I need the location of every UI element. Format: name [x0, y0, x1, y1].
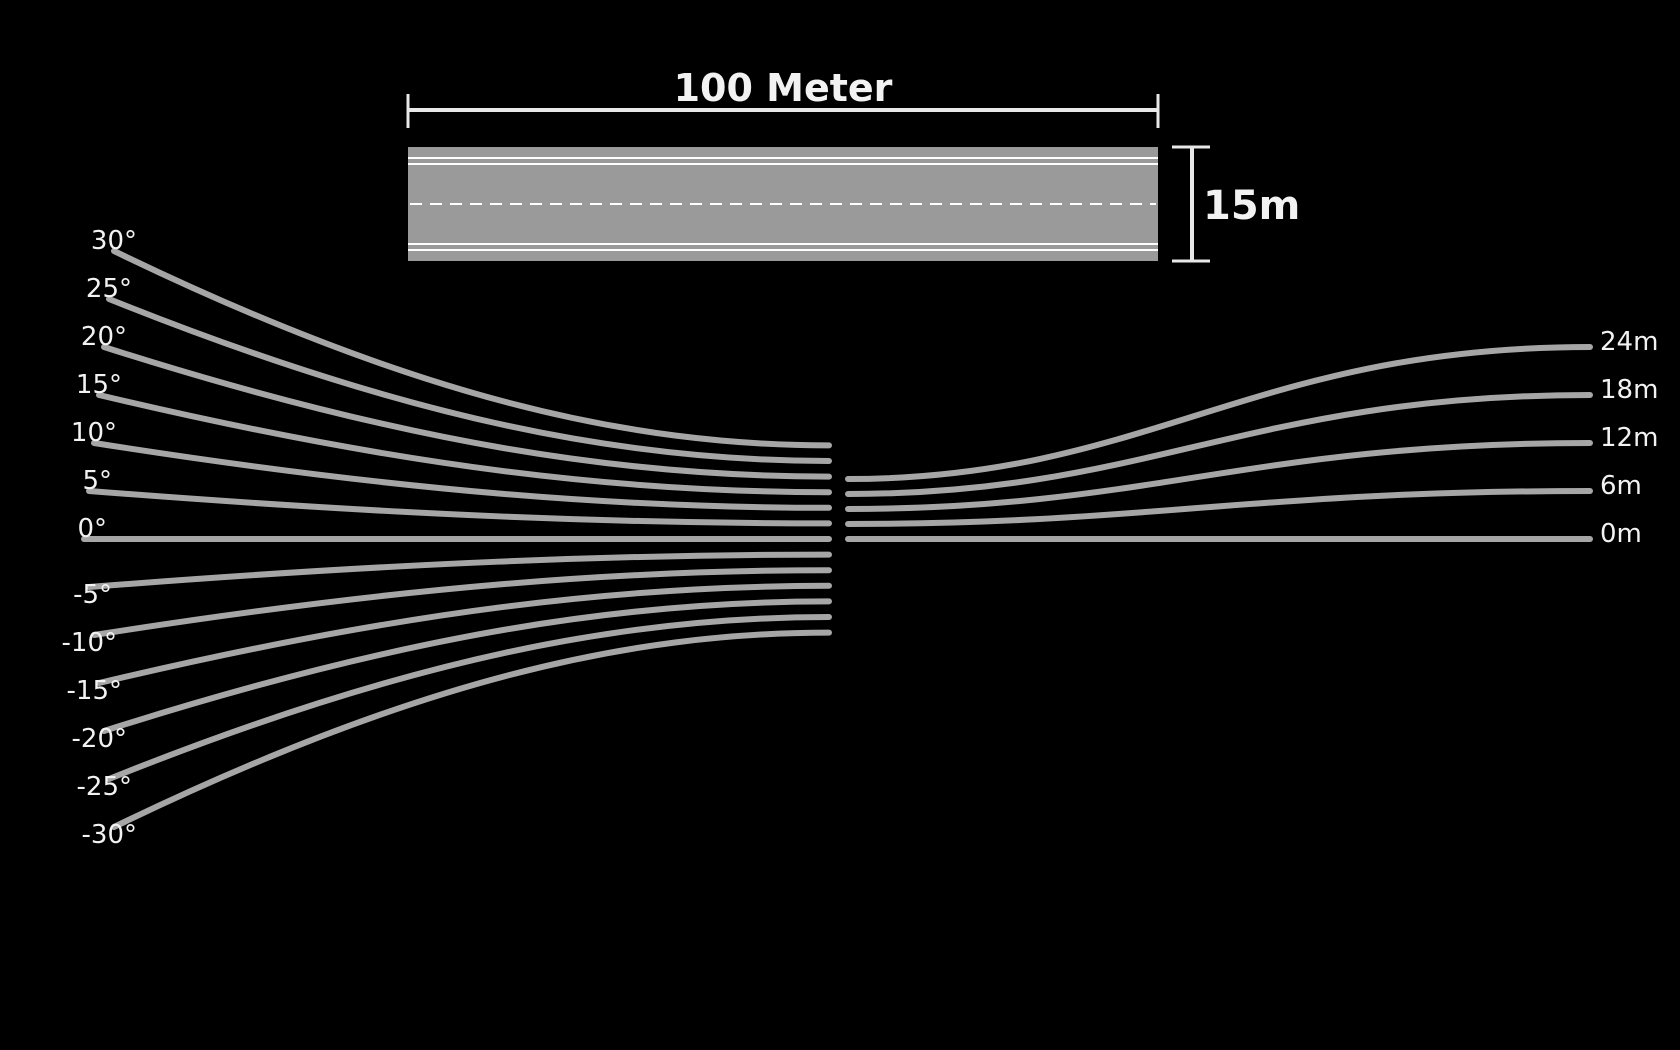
angle-label: 5° [82, 466, 112, 496]
angle-label: 25° [86, 274, 132, 304]
road-segment [408, 147, 1158, 261]
angle-curve [106, 296, 832, 464]
angle-label: 30° [91, 226, 137, 256]
angle-curve [86, 551, 832, 590]
offset-label: 24m [1600, 327, 1658, 357]
road-length-dimension: 100 Meter [406, 66, 1160, 128]
angle-curve [86, 488, 832, 527]
angle-curve [101, 598, 832, 734]
road-width-dimension: 15m [1172, 145, 1300, 263]
offset-curve [845, 488, 1593, 527]
offset-curves-group: 24m 18m 12m 6m 0m [845, 327, 1658, 549]
offset-label: 18m [1600, 375, 1658, 405]
angle-label: -10° [62, 628, 117, 658]
offset-curve [845, 344, 1593, 482]
angle-curve [101, 344, 832, 480]
angle-curve [91, 567, 832, 638]
road-width-label: 15m [1203, 183, 1300, 229]
angle-label: -20° [72, 724, 127, 754]
angle-label: 20° [81, 322, 127, 352]
angle-label: -30° [82, 820, 137, 850]
angle-label: -5° [73, 580, 112, 610]
angle-curve [96, 582, 832, 686]
offset-label: 0m [1600, 519, 1642, 549]
angle-label: 10° [71, 418, 117, 448]
road-length-label: 100 Meter [674, 66, 893, 110]
angle-curve [111, 248, 832, 449]
angle-curve [106, 614, 832, 782]
angle-label: -15° [67, 676, 122, 706]
offset-label: 6m [1600, 471, 1642, 501]
angle-curve [111, 629, 832, 830]
offset-curve [845, 392, 1593, 497]
angle-curves-group: 30° 25° 20° 15° 10° 5° 0° -5° -10° -15° -20° -25° -3… [62, 226, 832, 850]
angle-curve [96, 392, 832, 496]
offset-label: 12m [1600, 423, 1658, 453]
offset-curve [845, 440, 1593, 512]
angle-label: 15° [76, 370, 122, 400]
angle-label: 0° [77, 514, 107, 544]
angle-curve [91, 440, 832, 511]
angle-label: -25° [77, 772, 132, 802]
